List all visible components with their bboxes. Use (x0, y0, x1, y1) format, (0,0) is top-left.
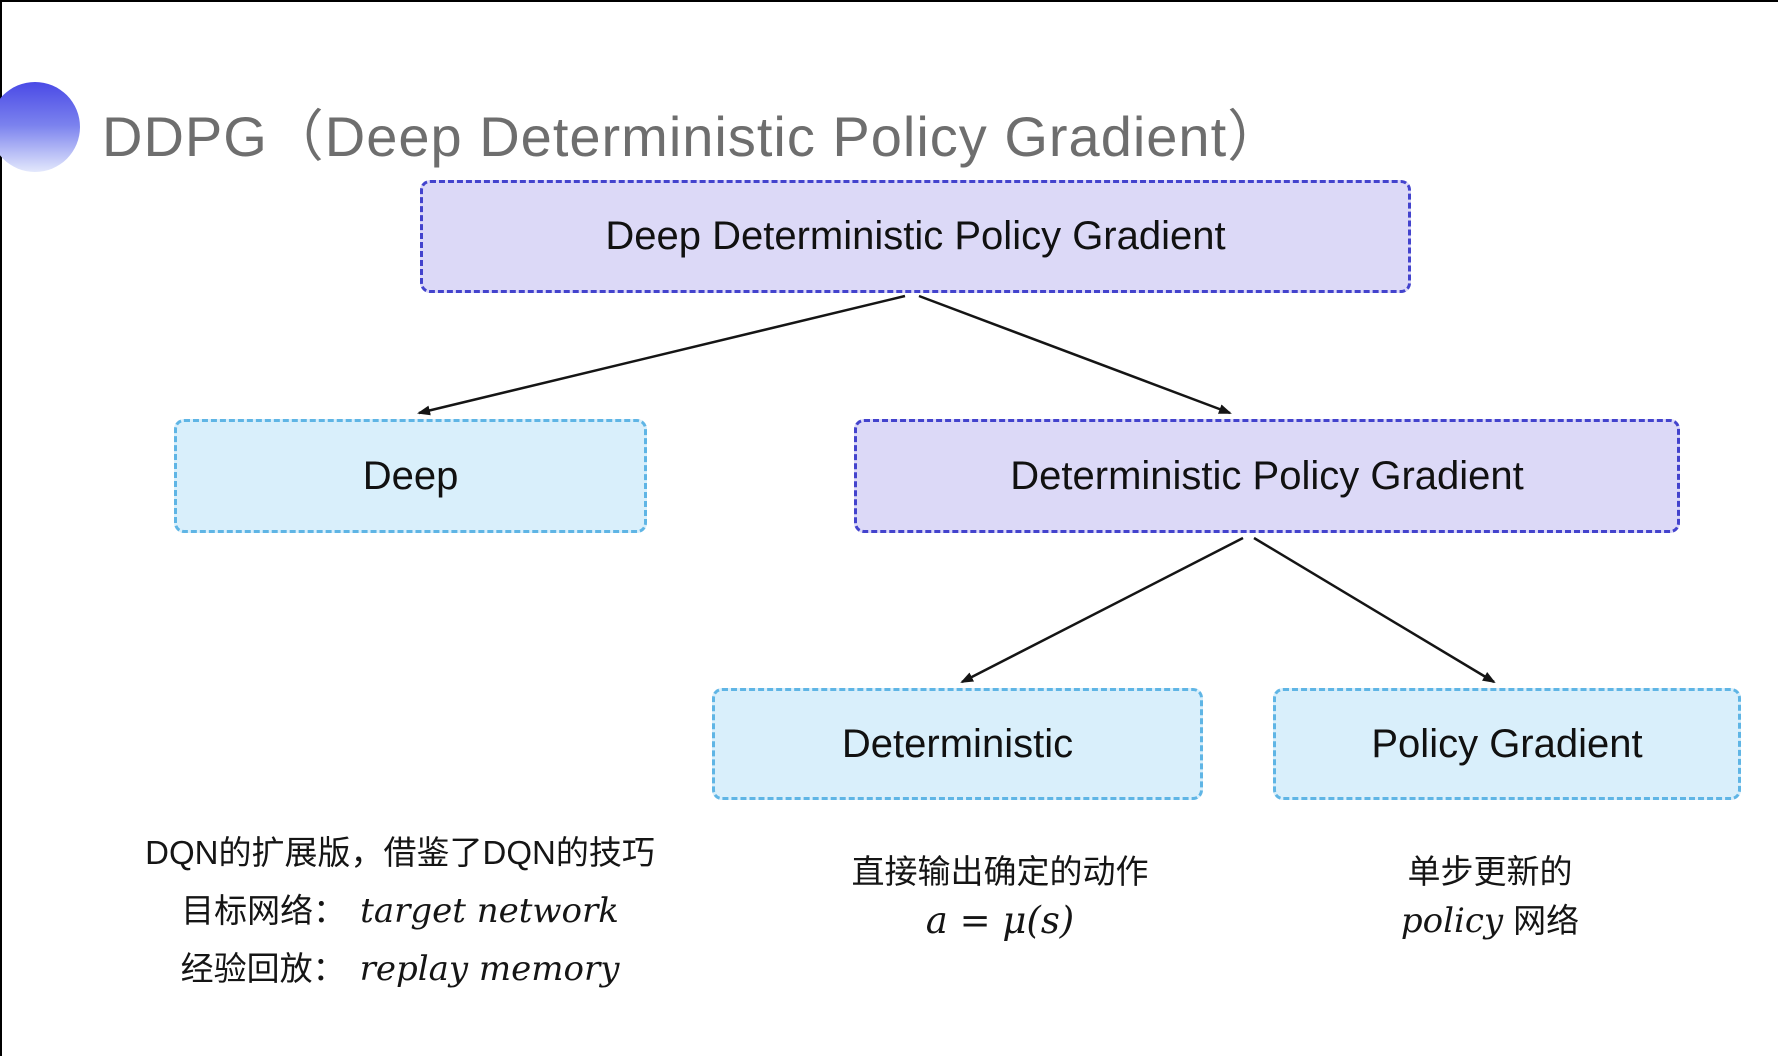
arrow-root-to-deep (417, 294, 906, 416)
arrow-root-to-dpg (918, 294, 1232, 415)
node-label: Deep Deterministic Policy Gradient (605, 214, 1226, 258)
note-deep-line2-label: 目标网络： (181, 892, 347, 929)
arrow-dpg-to-policy-gradient (1253, 536, 1496, 684)
node-deep-deterministic-policy-gradient: Deep Deterministic Policy Gradient (420, 180, 1411, 293)
node-label: Deterministic Policy Gradient (1010, 453, 1524, 498)
note-policy-gradient-line2-term: policy (1400, 901, 1504, 941)
note-deep-line3-term: replay memory (359, 949, 620, 989)
node-policy-gradient: Policy Gradient (1273, 688, 1741, 800)
node-label: Deep (362, 453, 459, 498)
note-deep-line3: 经验回放： replay memory (100, 949, 700, 989)
node-deep: Deep (174, 419, 647, 533)
arrow-dpg-to-deterministic (960, 536, 1244, 684)
note-policy-gradient-line1: 单步更新的 (1407, 853, 1573, 890)
note-deep-line3-label: 经验回放： (180, 950, 346, 987)
node-deterministic: Deterministic (712, 688, 1203, 800)
note-deep-line2-term: target network (360, 891, 619, 931)
note-policy-gradient-line2-label: 网络 (1513, 902, 1580, 939)
node-label: Policy Gradient (1371, 721, 1643, 766)
title-bullet-icon (0, 82, 80, 172)
page-title: DDPG（Deep Deterministic Policy Gradient） (102, 105, 1285, 168)
node-label: Deterministic (841, 721, 1074, 766)
node-deterministic-policy-gradient: Deterministic Policy Gradient (854, 419, 1680, 533)
frame-edge-left (0, 0, 2, 1056)
note-deterministic: 直接输出确定的动作 a = μ(s) (760, 852, 1240, 941)
note-deep: DQN的扩展版，借鉴了DQN的技巧 目标网络： target network 经验… (100, 833, 700, 1007)
note-deterministic-line1: 直接输出确定的动作 (851, 853, 1149, 890)
frame-edge-top (0, 0, 1778, 2)
note-deep-line2: 目标网络： target network (100, 891, 700, 931)
note-deep-line1: DQN的扩展版，借鉴了DQN的技巧 (145, 834, 655, 871)
note-deterministic-formula: a = μ(s) (925, 899, 1075, 942)
